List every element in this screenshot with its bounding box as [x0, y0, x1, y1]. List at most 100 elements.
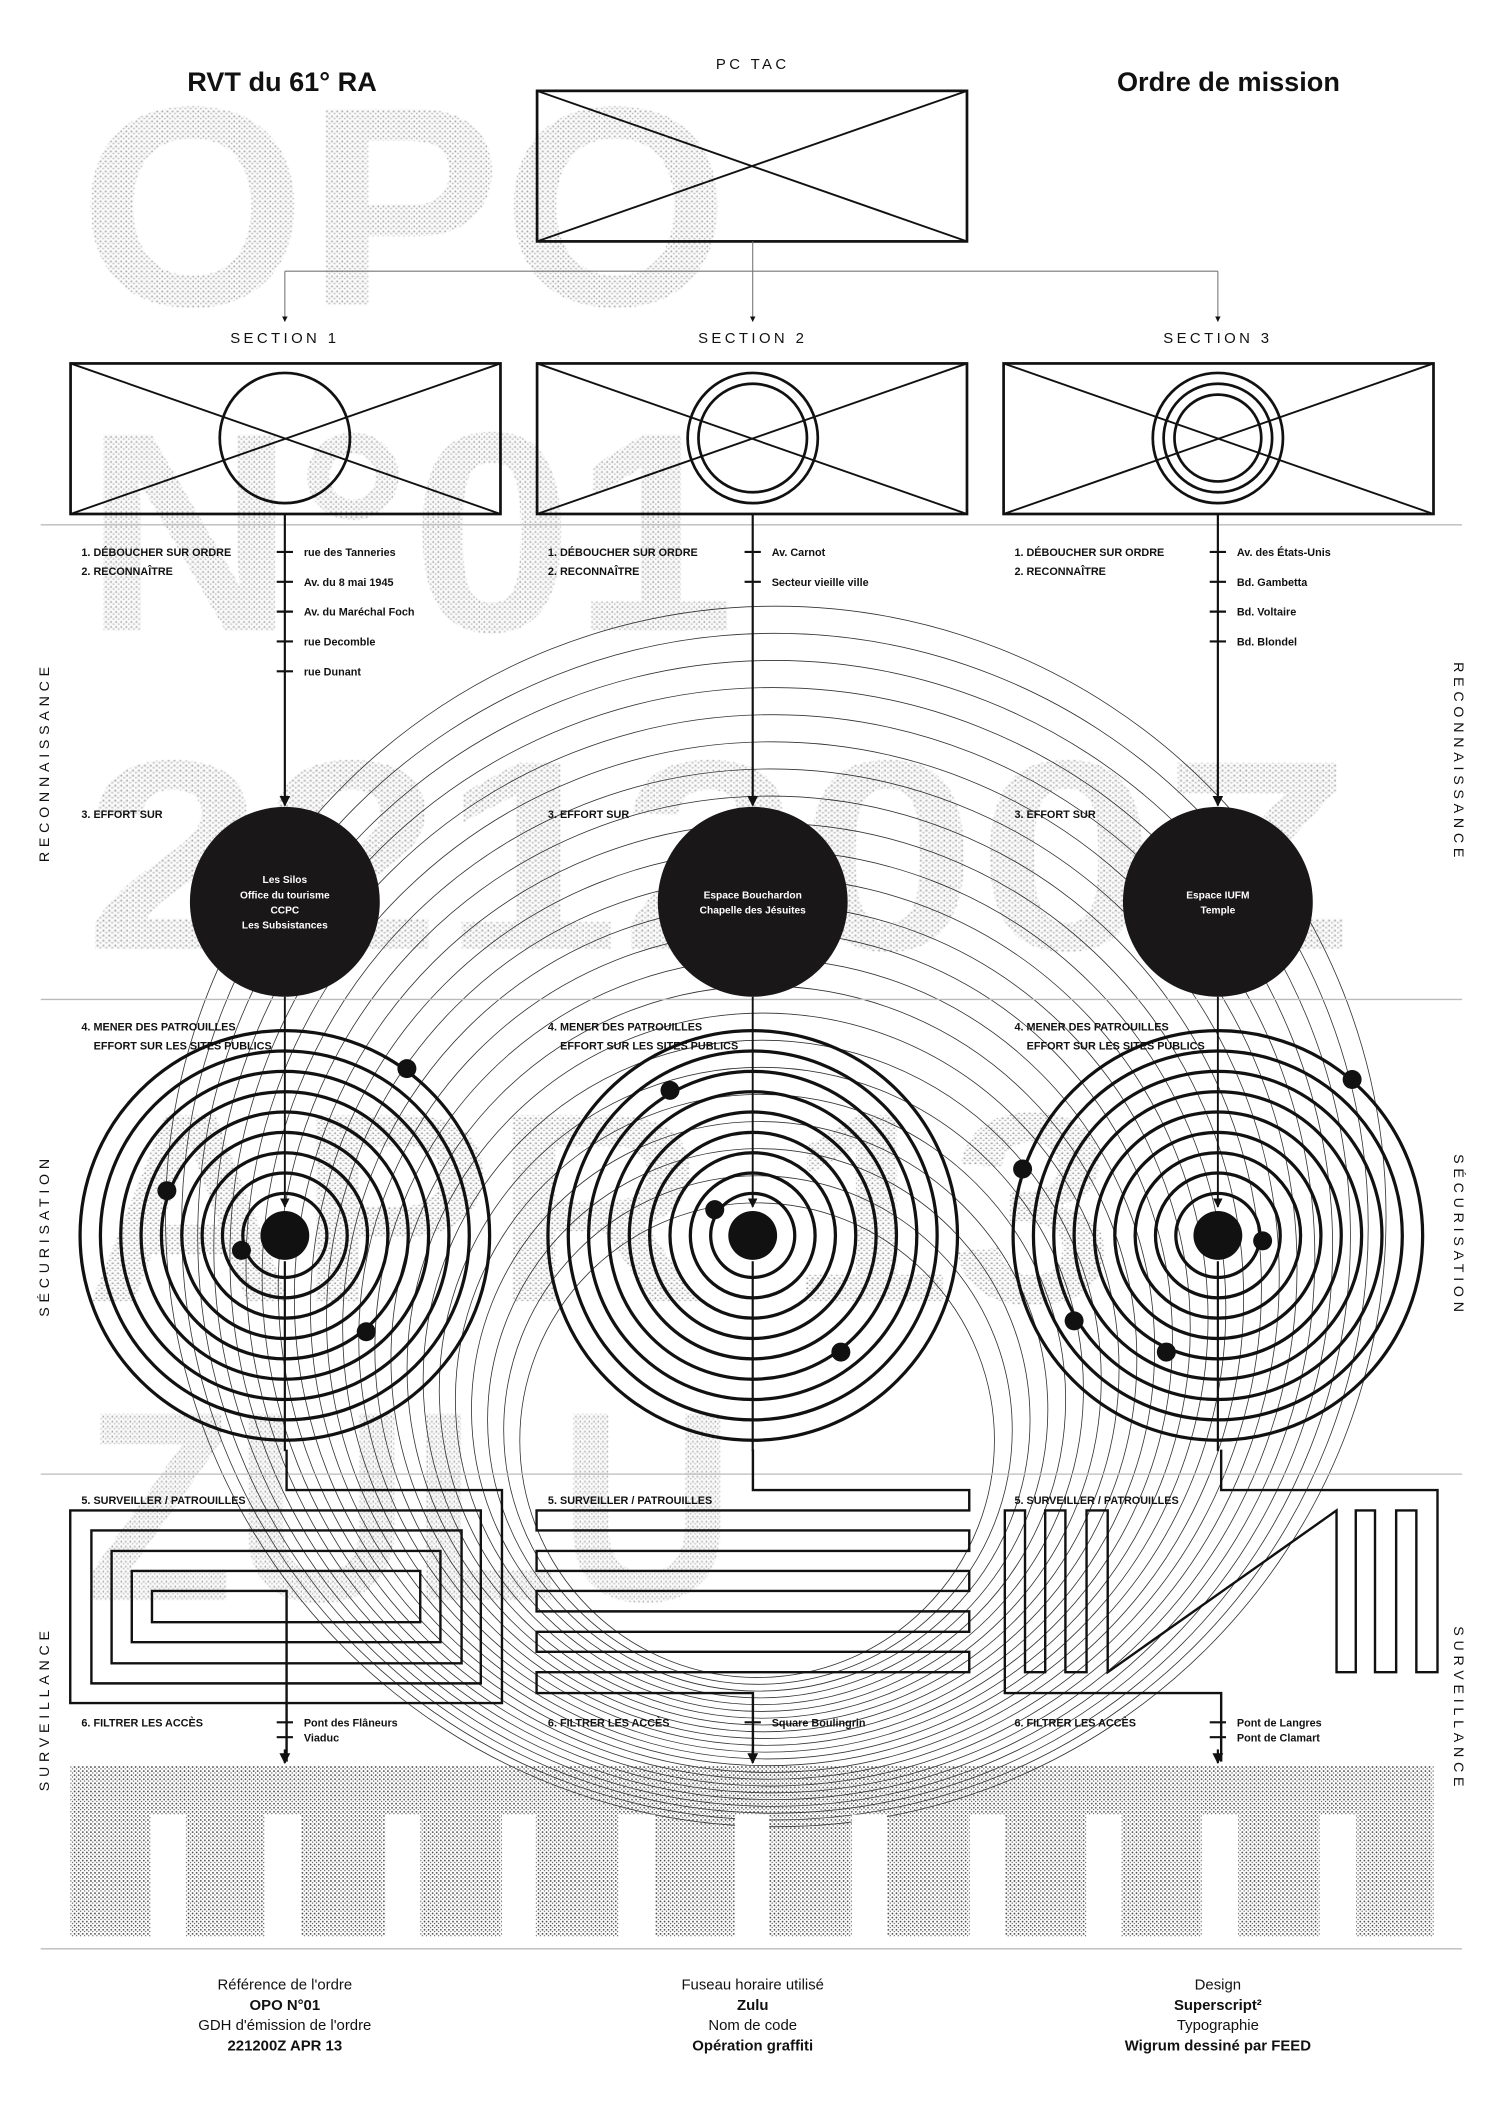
box-diagonal	[1003, 362, 1434, 515]
patrol-ring	[607, 1090, 899, 1381]
patrol-unit-dot	[1156, 1342, 1176, 1362]
patrol-ring	[586, 1069, 919, 1402]
side-label-surveillance-right: SURVEILLANCE	[1450, 1626, 1466, 1791]
side-label-securisation-left: SÉCURISATION	[36, 1154, 53, 1317]
step-6-label: 6. FILTRER LES ACCÈS	[548, 1716, 670, 1729]
patrol-unit-dot	[397, 1059, 417, 1079]
effort-site: Temple	[1200, 905, 1235, 916]
patrol-ring	[1011, 1029, 1425, 1442]
effort-site: Espace IUFM	[1186, 890, 1249, 901]
patrol-center-dot	[1193, 1211, 1243, 1260]
footer-value: Wigrum dessiné par FEED	[1125, 2038, 1311, 2054]
section-box	[69, 362, 502, 516]
effort-site: CCPC	[270, 905, 299, 916]
footer-value: OPO N°01	[250, 1998, 321, 2014]
patrol-unit-dot	[1253, 1231, 1273, 1251]
background-circle	[503, 1175, 1013, 1685]
footer-value: Opération graffiti	[692, 2038, 813, 2054]
step-4-label: 4. MENER DES PATROUILLES	[1014, 1022, 1168, 1034]
comb-notch	[1086, 1814, 1122, 1938]
patrol-unit-dot	[231, 1240, 251, 1260]
patrol-path-section-1	[70, 1450, 502, 1762]
patrol-ring	[1052, 1069, 1384, 1402]
comb-notch	[150, 1814, 186, 1938]
effort-site: Les Subsistances	[242, 921, 328, 932]
patrol-ring	[119, 1069, 451, 1402]
rank-circle-symbol	[697, 382, 809, 494]
access-point-name: Viaduc	[304, 1732, 339, 1744]
patrol-ring	[241, 1191, 329, 1280]
section-box	[535, 362, 969, 516]
comb-notch	[385, 1814, 421, 1938]
patrol-center-dot	[260, 1211, 310, 1260]
row-dividers	[40, 524, 1462, 1950]
street-name: Bd. Voltaire	[1237, 607, 1296, 619]
street-name: rue des Tanneries	[304, 547, 396, 559]
side-label-reconnaissance-left: RECONNAISSANCE	[37, 662, 53, 862]
patrol-ring	[648, 1130, 858, 1341]
step-4-sublabel: EFFORT SUR LES SITES PUBLICS	[560, 1041, 738, 1053]
patrol-ring	[668, 1151, 838, 1320]
patrol-ring	[709, 1191, 797, 1280]
step-5-label: 5. SURVEILLER / PATROUILLES	[548, 1495, 712, 1507]
box-diagonal	[70, 362, 501, 515]
footer-label: GDH d'émission de l'ordre	[198, 2018, 371, 2034]
patrol-unit-dot	[660, 1080, 680, 1100]
comb-notch	[1319, 1814, 1357, 1938]
patrol-ring	[159, 1110, 410, 1361]
comb-notch	[501, 1814, 536, 1938]
surveillance-patrol-paths	[70, 1450, 1437, 1762]
patrol-ring	[1113, 1130, 1323, 1341]
patrol-unit-dot	[705, 1200, 725, 1220]
hierarchy-connectors	[282, 241, 1221, 322]
step-6-label: 6. FILTRER LES ACCÈS	[1014, 1716, 1136, 1729]
effort-site: Espace Bouchardon	[704, 890, 802, 901]
rank-circle-symbol	[1151, 371, 1285, 505]
step-5-label: 5. SURVEILLER / PATROUILLES	[1014, 1495, 1178, 1507]
background-circle	[438, 1066, 1084, 1712]
section-box	[1002, 362, 1435, 516]
patrol-ring	[1072, 1090, 1364, 1381]
street-name: rue Decomble	[304, 637, 376, 649]
step-6-label: 6. FILTRER LES ACCÈS	[81, 1716, 203, 1729]
patrol-ring	[139, 1090, 431, 1381]
access-point-name: Square Boulingrin	[772, 1717, 866, 1729]
access-point-name: Pont des Flâneurs	[304, 1717, 398, 1729]
effort-site: Chapelle des Jésuites	[700, 905, 806, 916]
patrol-unit-dot	[1064, 1311, 1084, 1331]
footer-label: Fuseau horaire utilisé	[681, 1977, 824, 1993]
rank-circle-symbol	[1162, 382, 1274, 494]
step-4-sublabel: EFFORT SUR LES SITES PUBLICS	[94, 1041, 272, 1053]
patrol-center-dot	[728, 1211, 778, 1260]
side-label-securisation-right: SÉCURISATION	[1450, 1154, 1467, 1317]
box-diagonal	[536, 362, 968, 515]
access-point-name: Pont de Clamart	[1237, 1732, 1320, 1744]
patrol-ring	[1031, 1049, 1404, 1422]
document-title: Ordre de mission	[1117, 66, 1340, 97]
patrol-unit-dot	[157, 1181, 177, 1201]
step-1-label: 1. DÉBOUCHER SUR ORDRE	[81, 546, 231, 559]
step-3-label: 3. EFFORT SUR	[548, 809, 629, 821]
patrol-ring	[546, 1029, 960, 1442]
street-name: Secteur vieille ville	[772, 577, 869, 589]
section-label: SECTION 3	[1163, 331, 1272, 347]
footer-label: Référence de l'ordre	[218, 1977, 353, 1993]
step-5-label: 5. SURVEILLER / PATROUILLES	[81, 1495, 245, 1507]
comb-notch	[969, 1814, 1005, 1938]
patrol-ring	[566, 1049, 939, 1422]
effort-target-circle	[657, 806, 848, 997]
street-name: Av. des États-Unis	[1237, 546, 1331, 559]
footer-value: Superscript²	[1174, 1998, 1262, 2014]
side-label-reconnaissance-right: RECONNAISSANCE	[1450, 662, 1466, 862]
patrol-ring	[200, 1151, 370, 1320]
section-label: SECTION 1	[230, 331, 339, 347]
footer-value: Zulu	[737, 1998, 768, 2014]
footer-label: Design	[1195, 1977, 1241, 1993]
patrol-ring	[627, 1110, 878, 1361]
